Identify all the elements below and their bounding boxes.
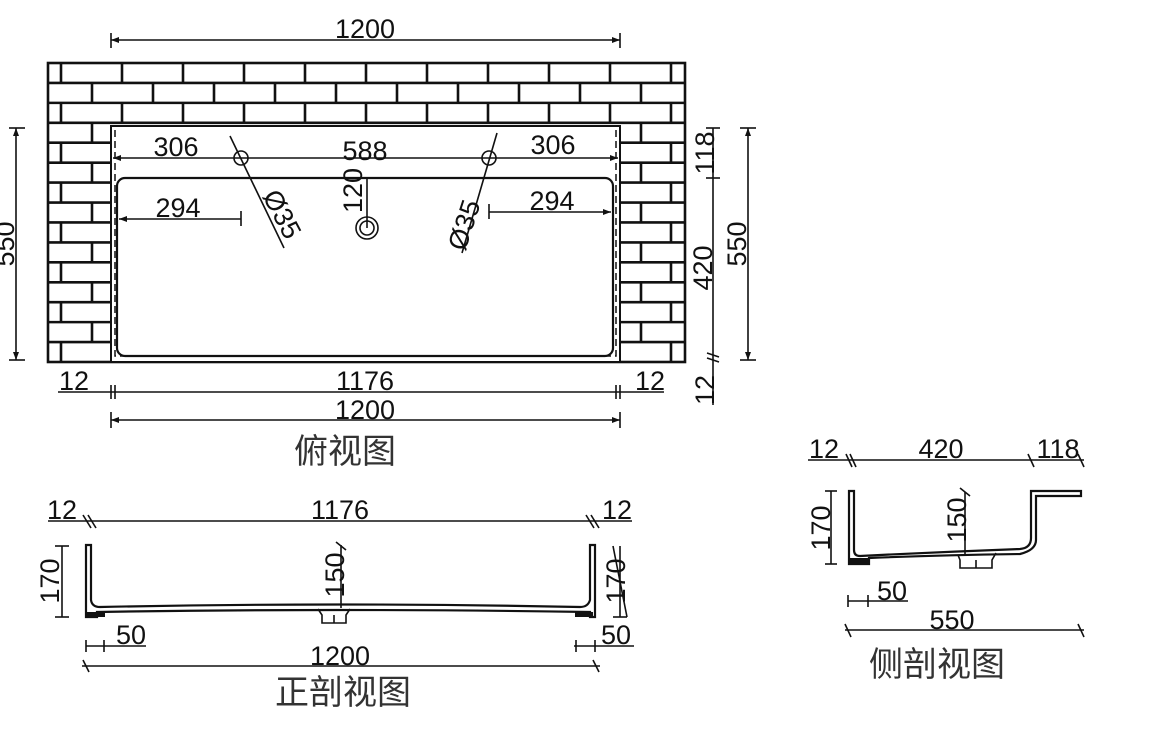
dim-hole-left-offset: 306 — [153, 132, 198, 162]
dim-side-basin-width: 420 — [918, 434, 963, 464]
dim-side-height: 170 — [806, 505, 836, 550]
faucet-hole-left-icon — [233, 150, 249, 166]
dim-side-foot: 50 — [877, 576, 907, 606]
dim-side-wall-right: 12 — [635, 366, 665, 396]
dim-front-height-right: 170 — [601, 558, 631, 603]
dim-front-height-left: 170 — [35, 558, 65, 603]
dim-front-inner-width: 1176 — [311, 495, 369, 525]
caption-front-section: 正剖视图 — [275, 673, 411, 713]
dim-depth-left: 550 — [0, 221, 20, 266]
top-view: 1200 306 588 306 Ø35 Ø35 294 294 120 55 — [0, 14, 756, 472]
dim-front-wall-right: 12 — [602, 495, 632, 525]
dim-side-front-wall: 12 — [809, 434, 839, 464]
dim-basin-depth: 420 — [688, 245, 718, 290]
dim-basin-right-offset: 294 — [529, 186, 574, 216]
dim-side-overall-depth: 550 — [929, 605, 974, 635]
dim-side-back-ledge: 118 — [1036, 434, 1079, 464]
dim-back-ledge: 118 — [690, 131, 720, 174]
side-section-view: 12 420 118 170 150 50 550 侧剖视图 — [806, 434, 1085, 685]
dim-front-basin-depth: 150 — [320, 552, 350, 597]
dim-top-width: 1200 — [335, 14, 395, 44]
dim-basin-left-offset: 294 — [155, 193, 200, 223]
dim-front-lip: 12 — [690, 375, 720, 405]
dim-front-foot-left: 50 — [116, 620, 146, 650]
basin-outline — [115, 176, 615, 358]
caption-side-section: 侧剖视图 — [869, 645, 1005, 685]
front-section-view: 12 1176 12 170 170 150 50 50 — [35, 495, 634, 713]
side-drain-fitting — [957, 552, 997, 569]
dim-depth-right: 550 — [722, 221, 752, 266]
caption-top-view: 俯视图 — [294, 432, 396, 472]
front-drain-fitting — [317, 608, 351, 624]
countertop-outline — [110, 125, 621, 363]
faucet-hole-right-icon — [481, 150, 497, 166]
front-section-profile — [84, 543, 597, 619]
drain-outer-icon — [355, 216, 379, 240]
dim-front-overall-width: 1200 — [310, 641, 370, 671]
dim-drain-offset: 120 — [338, 168, 368, 213]
drain-inner-icon — [359, 220, 375, 236]
dim-side-wall-left: 12 — [59, 366, 89, 396]
dim-side-basin-depth: 150 — [942, 497, 972, 542]
dim-hole-spacing: 588 — [342, 136, 387, 166]
dim-front-wall-left: 12 — [47, 495, 77, 525]
side-section-profile — [847, 489, 1083, 566]
dim-inner-width: 1176 — [336, 366, 394, 396]
dim-bottom-width: 1200 — [335, 395, 395, 425]
dim-hole-right-offset: 306 — [530, 130, 575, 160]
dim-front-foot-right: 50 — [601, 620, 631, 650]
